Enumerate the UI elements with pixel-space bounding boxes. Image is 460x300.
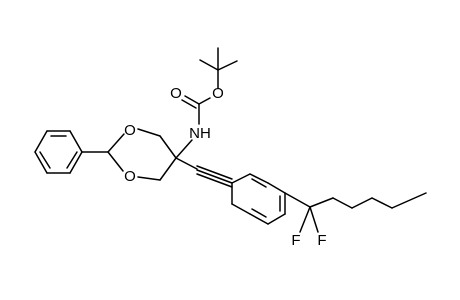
atom-label-o-ring-bottom: O — [124, 168, 136, 185]
bond — [181, 99, 197, 109]
bond — [196, 173, 233, 188]
atom-label-o-carbonyl: O — [170, 85, 182, 102]
bond — [231, 173, 251, 184]
bond — [196, 165, 233, 180]
atom-label-nh: NH — [189, 125, 211, 142]
atom-label-o-ring-top: O — [124, 122, 136, 139]
bond — [284, 192, 311, 208]
bond — [332, 197, 353, 209]
bond — [159, 135, 177, 159]
bond — [251, 178, 267, 188]
bond — [267, 182, 286, 194]
bond — [69, 151, 83, 174]
bond — [198, 97, 211, 105]
bond — [309, 197, 334, 208]
bond — [34, 151, 48, 174]
atom-label-f-right: F — [317, 232, 326, 249]
bond — [196, 169, 233, 184]
bond — [184, 95, 200, 105]
bond — [175, 157, 198, 170]
bond — [199, 59, 219, 71]
bond — [175, 139, 193, 159]
atom-label-o-ester: O — [212, 85, 224, 102]
bond — [249, 213, 269, 225]
bond — [267, 213, 286, 225]
bond — [371, 197, 393, 209]
bond — [107, 133, 125, 153]
bond — [299, 206, 311, 233]
bond — [66, 151, 78, 169]
bond — [69, 130, 83, 153]
bond — [217, 60, 238, 71]
bond — [137, 176, 161, 181]
atom-label-f-left: F — [291, 232, 300, 249]
bond — [251, 208, 267, 218]
bond — [159, 157, 177, 181]
bond — [351, 197, 373, 209]
bond — [107, 151, 124, 172]
bond — [309, 206, 319, 233]
bond — [137, 128, 161, 137]
bond — [391, 192, 427, 209]
bond — [231, 203, 251, 215]
bond — [34, 130, 48, 153]
bond — [39, 151, 51, 169]
bond — [249, 173, 269, 184]
